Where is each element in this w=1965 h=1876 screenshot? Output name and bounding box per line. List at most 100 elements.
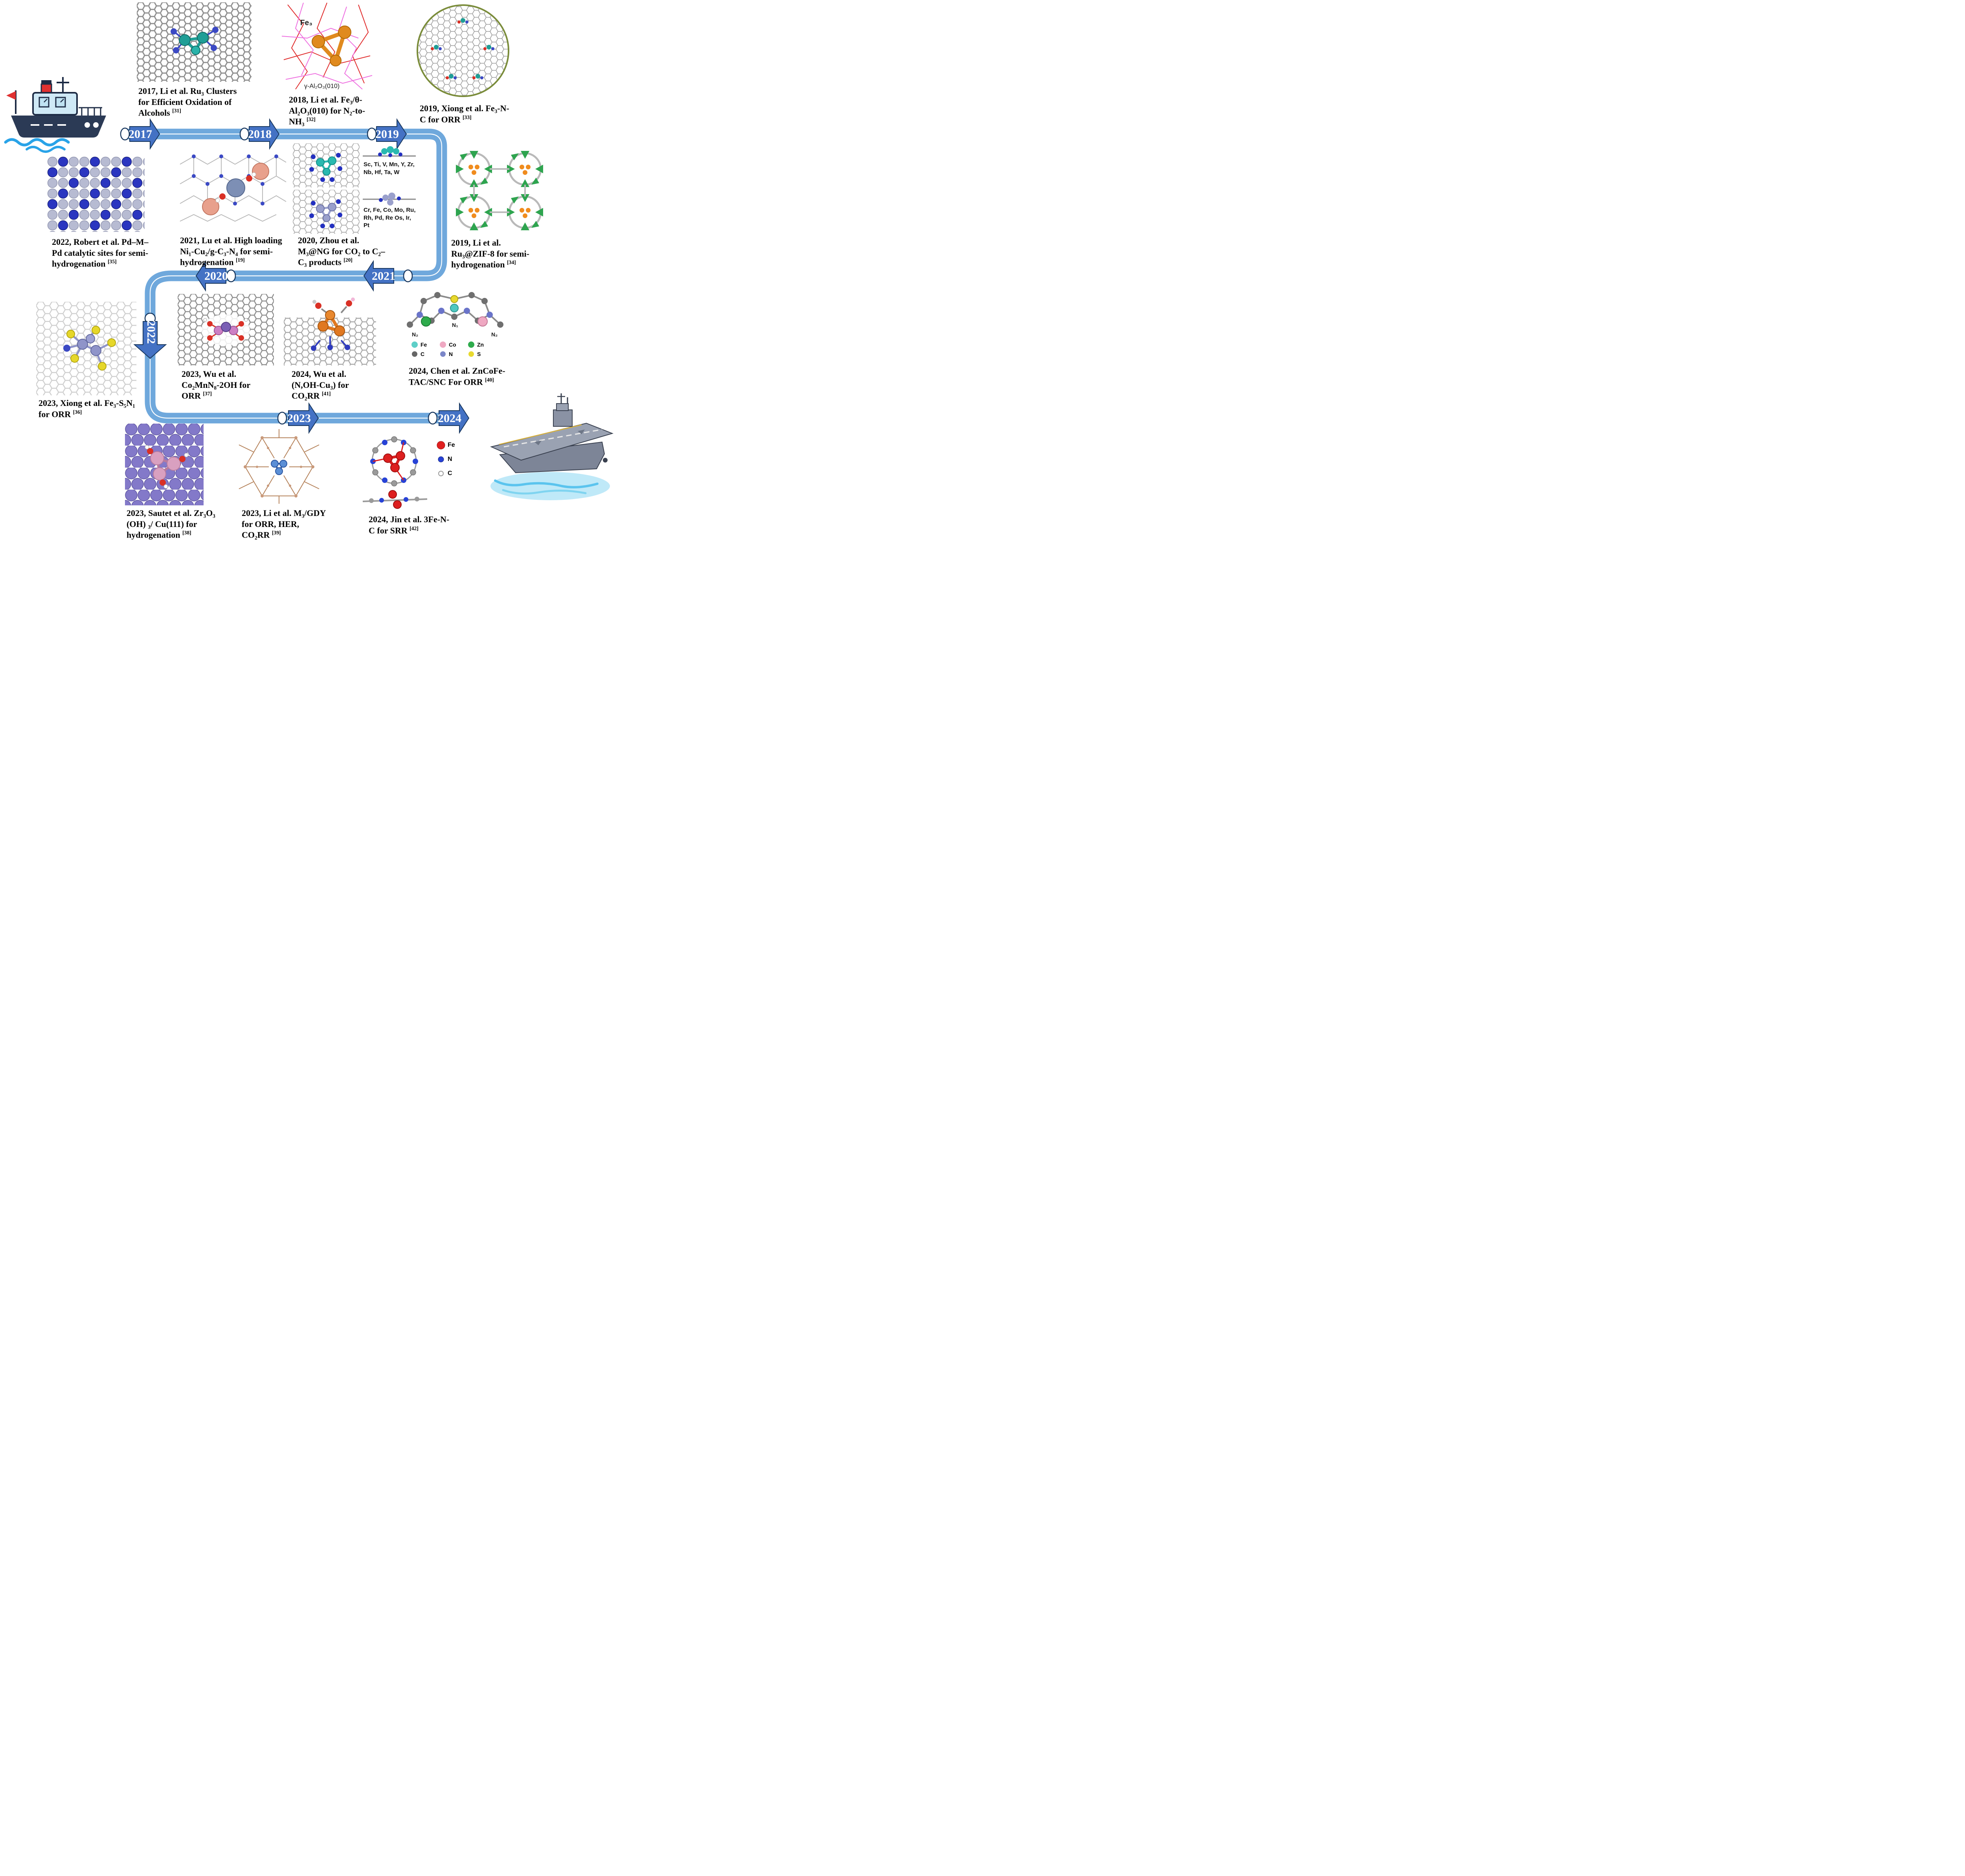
caption-2019-li-text: 2019, Li et al. Ru₃@ZIF-8 for semi-hydro… (451, 238, 529, 270)
caption-2019-xiong-text: 2019, Xiong et al. Fe₃-N-C for ORR (420, 103, 509, 125)
caption-2020-zhou: 2020, Zhou et al. M₃@NG for CO₂ to C₂–C₃… (298, 235, 392, 268)
year-label-2020: 2021 (372, 270, 395, 283)
boat-hull (11, 116, 106, 138)
chen-n1-label: N₁ (452, 322, 458, 328)
caption-2020-zhou-text: 2020, Zhou et al. M₃@NG for CO₂ to C₂–C₃… (298, 235, 385, 267)
panel-2024-cu3-structure (284, 297, 376, 365)
caption-2017-text: 2017, Li et al. Ru₃ Clusters for Efficie… (138, 86, 237, 118)
legend-item-n: N (437, 455, 455, 464)
caption-2017-ref: [31] (172, 108, 181, 114)
caption-2023-xiong-ref: [36] (73, 409, 82, 415)
node-2020 (403, 269, 413, 283)
node-2023 (277, 411, 287, 425)
caption-2022-robert: 2022, Robert et al. Pd–M–Pd catalytic si… (52, 237, 155, 269)
legend-item-c: C (437, 469, 455, 478)
caption-2024-jin: 2024, Jin et al. 3Fe-N-C for SRR [42] (369, 514, 455, 536)
caption-2022-robert-ref: [35] (108, 259, 117, 265)
n-atom (63, 345, 70, 352)
year-label-2018: 2018 (248, 128, 272, 141)
panel-2021-nicu-structure (180, 154, 286, 222)
caption-2024-chen-ref: [40] (485, 376, 494, 383)
panel-2019-fe3nc-structure (417, 4, 509, 97)
caption-2023-wu-ref: [37] (203, 391, 212, 397)
m3ng-top-elements: Sc, Ti, V, Mn, Y, Zr, Nb, Hf, Ta, W (364, 161, 415, 176)
caption-2019-li-ref: [34] (507, 259, 516, 266)
legend-item-co: Co (439, 341, 468, 348)
fe-atom (312, 35, 325, 48)
fe3-label: Fe₃ (300, 19, 312, 27)
m-dopant-atoms (47, 156, 143, 231)
legend-item-n: N (439, 351, 468, 358)
cu111-surface (125, 424, 204, 505)
legend-item-c: C (411, 351, 439, 358)
caption-2023-li-ref: [39] (272, 530, 281, 536)
mn-atom (221, 322, 231, 332)
caption-2017: 2017, Li et al. Ru₃ Clusters for Efficie… (138, 86, 239, 118)
s-atom (450, 295, 458, 303)
year-label-2024: 2024 (438, 412, 461, 425)
caption-2024-chen-text: 2024, Chen et al. ZnCoFe-TAC/SNC For ORR (409, 366, 505, 387)
m3ng-bottom-elements: Cr, Fe, Co, Mo, Ru, Rh, Pd, Re Os, Ir, P… (364, 207, 416, 229)
3fenc-sideview (362, 490, 428, 509)
o-atom (147, 448, 153, 454)
fe3-sites (431, 18, 494, 79)
m3ng-bottom-sideview (363, 193, 416, 206)
legend-item-s: S (468, 351, 496, 358)
timeline-ribbon: 2017 2018 2019 2021 2020 2022 2023 2024 (120, 118, 470, 434)
zncofe-structure: N₁ N₂ N₂ (407, 292, 503, 338)
caption-2018-ref: [32] (307, 116, 316, 123)
n-atom (417, 312, 423, 318)
boat-railing (79, 107, 102, 116)
caption-2023-xiong-text: 2023, Xiong et al. Fe₃-S₅N₁ for ORR (39, 398, 135, 419)
node-2021 (226, 269, 236, 283)
s-atom (66, 330, 75, 338)
caption-2023-wu-text: 2023, Wu et al. Co₂MnN₈-2OH for ORR (182, 369, 250, 401)
caption-2021-lu-ref: [19] (236, 257, 245, 263)
timeline-figure: 2017 2018 2019 2021 2020 2022 2023 2024 (0, 0, 616, 553)
year-label-2017: 2017 (129, 128, 152, 141)
zr-atom (150, 451, 164, 465)
carrier-island (553, 409, 573, 427)
c-legend-dot (438, 471, 444, 476)
caption-2023-sautet-ref: [38] (182, 530, 191, 536)
co-atom (477, 316, 488, 327)
caption-2024-wu-text: 2024, Wu et al. (N,OH-Cu₃) for CO₂RR (292, 369, 349, 401)
m3ng-top-lattice (293, 143, 360, 187)
panel-2018-fe3-alumina-structure: Fe₃ γ-Al₂O₃(010) (281, 2, 373, 90)
cu-atom (252, 163, 269, 180)
m3-atom-gray (316, 204, 325, 213)
arrow-2017 (129, 118, 160, 150)
chen-n2-label-right: N₂ (491, 331, 498, 338)
m3-atom-teal (316, 158, 325, 167)
m3ng-bottom-lattice (293, 190, 360, 234)
node-2019 (367, 127, 377, 141)
caption-2023-xiong: 2023, Xiong et al. Fe₃-S₅N₁ for ORR [36] (39, 398, 139, 420)
caption-2023-sautet: 2023, Sautet et al. Zr₃O₃ (OH) ₃/ Cu(111… (127, 508, 225, 540)
n-atom (171, 28, 177, 35)
panel-2017-ru3-structure (137, 2, 252, 82)
node-2017 (120, 127, 130, 141)
legend-item-fe: Fe (411, 341, 439, 348)
caption-2018-text: 2018, Li et al. Fe₃/θ-Al₂O₃(010) for N₂-… (289, 95, 365, 127)
caption-2023-li: 2023, Li et al. M₃/GDY for ORR, HER, CO₂… (242, 508, 326, 540)
fe-atom (383, 453, 393, 463)
caption-2024-chen: 2024, Chen et al. ZnCoFe-TAC/SNC For ORR… (409, 365, 507, 387)
caption-2023-li-text: 2023, Li et al. M₃/GDY for ORR, HER, CO₂… (242, 508, 326, 540)
panel-2023-m3gdy-structure (239, 429, 320, 504)
n-atom (327, 345, 333, 350)
arrow-2022 (133, 321, 167, 359)
m-atom (271, 460, 279, 468)
arrow-2024 (439, 402, 470, 434)
caption-2024-jin-text: 2024, Jin et al. 3Fe-N-C for SRR (369, 514, 450, 536)
caption-2020-zhou-ref: [20] (343, 257, 353, 263)
co-legend-dot (440, 341, 446, 348)
arrow-2018 (249, 118, 280, 150)
o-atom (207, 321, 213, 327)
panel-2024-zncofe: N₁ N₂ N₂ Fe Co Zn C N S (404, 277, 508, 364)
caption-2019-xiong-ref: [33] (462, 114, 472, 120)
panel-2020-m3ng: Sc, Ti, V, Mn, Y, Zr, Nb, Hf, Ta, W Cr, … (293, 143, 417, 234)
deck-aircraft (534, 430, 585, 445)
m3ng-top-sideview (363, 146, 416, 157)
year-label-2022: 2022 (145, 320, 158, 344)
o-atom (315, 303, 321, 309)
